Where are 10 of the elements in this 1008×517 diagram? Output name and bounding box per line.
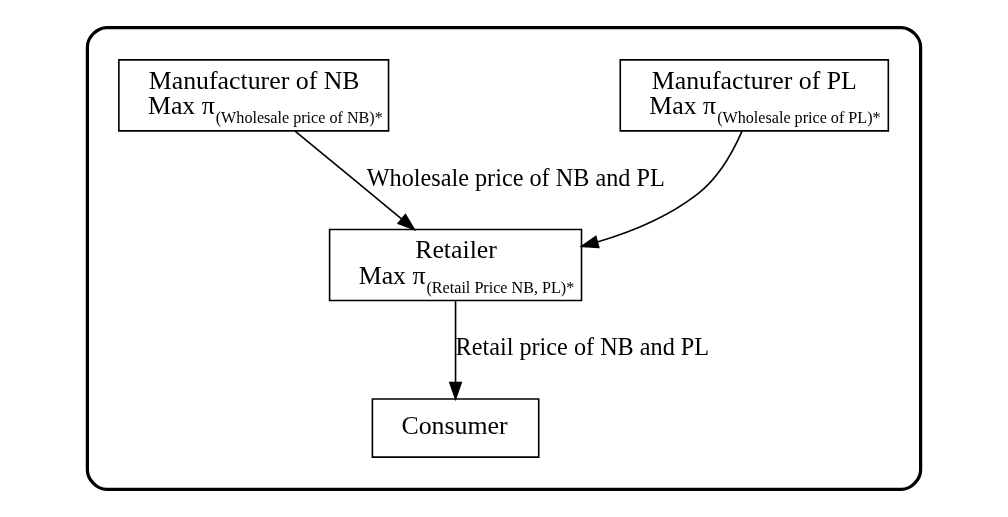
arrow — [579, 130, 743, 249]
arrow — [448, 300, 463, 402]
node-box: Consumer — [371, 398, 540, 458]
cluster — [85, 25, 923, 492]
edge-label: Wholesale price of NB and PL — [366, 163, 665, 191]
node-box: Manufacturer of PL Max π$_{(Wholesale price of PL)*}$ — [619, 59, 890, 132]
node-box: Retailer Max π$_{(Retail Price NB, PL)*}$ — [328, 228, 583, 302]
edge-label: Retail price of NB and PL — [455, 333, 710, 361]
node-box: Manufacturer of NB Max π$_{(Wholesale price of NB)*}$ — [118, 59, 390, 132]
arrow — [294, 130, 417, 231]
